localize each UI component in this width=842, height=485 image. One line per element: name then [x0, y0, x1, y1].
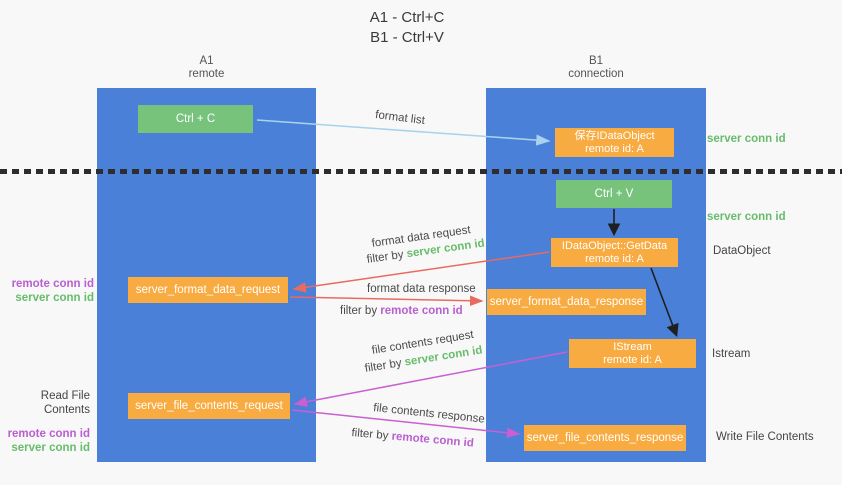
- write-file-contents-label: Write File Contents: [716, 431, 814, 443]
- format-data-response-arrow: [289, 295, 484, 306]
- server-conn-id-label-mid: server conn id: [707, 211, 786, 223]
- lane-b-name: B1: [588, 55, 604, 67]
- lane-a-name: A1: [199, 55, 214, 67]
- lane-a-header: A1 remote: [97, 55, 316, 81]
- file-contents-response-label: file contents response: [372, 402, 486, 426]
- lane-b-role: connection: [568, 68, 624, 80]
- read-file-contents-block: Read File Contents remote conn id server…: [2, 389, 90, 455]
- filter-by-text: filter by: [340, 305, 378, 317]
- title-line-2: B1 - Ctrl+V: [370, 29, 444, 46]
- server-conn-id-label-top: server conn id: [707, 133, 786, 145]
- node-server-file-contents-response: server_file_contents_response: [524, 425, 686, 451]
- remote-conn-id-token: remote conn id: [391, 430, 475, 450]
- dataobject-label: DataObject: [713, 245, 771, 257]
- node-idataobject-getdata: IDataObject::GetData remote id: A: [551, 238, 678, 267]
- node-server-format-data-response-label: server_format_data_response: [489, 295, 644, 308]
- node-ctrl-c-label: Ctrl + C: [175, 112, 216, 125]
- remote-conn-id-label: remote conn id: [7, 428, 90, 440]
- lane-a-role: remote: [188, 68, 225, 80]
- lane-b-header: B1 connection: [486, 55, 706, 81]
- node-ctrl-v: Ctrl + V: [556, 180, 672, 208]
- node-save-dataobject: 保存IDataObject remote id: A: [555, 128, 674, 157]
- node-server-format-data-request-label: server_format_data_request: [135, 283, 281, 296]
- node-server-file-contents-request: server_file_contents_request: [128, 393, 290, 419]
- format-list-label: format list: [374, 109, 426, 127]
- read-file-contents-label: Read File Contents: [40, 390, 90, 416]
- node-save-dataobject-line2: remote id: A: [585, 142, 644, 155]
- node-istream: IStream remote id: A: [569, 339, 696, 368]
- node-server-format-data-response: server_format_data_response: [487, 289, 646, 315]
- node-server-file-contents-request-label: server_file_contents_request: [135, 399, 283, 412]
- server-conn-id-label: server conn id: [11, 442, 90, 454]
- filter-by-text: filter by: [364, 357, 403, 375]
- node-server-format-data-request: server_format_data_request: [128, 277, 288, 303]
- title-line-1: A1 - Ctrl+C: [369, 9, 445, 26]
- node-ctrl-c: Ctrl + C: [138, 105, 253, 133]
- node-istream-line1: IStream: [613, 340, 652, 353]
- remote-conn-id-token: remote conn id: [380, 305, 463, 317]
- format-data-response-filter-label: filter by remote conn id: [340, 305, 463, 317]
- node-save-dataobject-line1: 保存IDataObject: [574, 129, 655, 142]
- format-data-response-label: format data response: [367, 283, 476, 295]
- server-conn-id-label: server conn id: [15, 292, 94, 304]
- node-ctrl-v-label: Ctrl + V: [594, 187, 634, 200]
- node-idataobject-getdata-line1: IDataObject::GetData: [561, 239, 668, 252]
- node-istream-line2: remote id: A: [603, 353, 662, 366]
- file-contents-response-filter-label: filter by remote conn id: [351, 427, 474, 450]
- filter-by-text: filter by: [350, 427, 389, 443]
- diagram-title: A1 - Ctrl+C B1 - Ctrl+V: [307, 8, 507, 48]
- remote-conn-id-label: remote conn id: [11, 278, 94, 290]
- copy-paste-separator-line: [0, 169, 842, 174]
- node-idataobject-getdata-line2: remote id: A: [585, 252, 644, 265]
- istream-label: Istream: [712, 348, 751, 360]
- node-server-file-contents-response-label: server_file_contents_response: [526, 431, 684, 444]
- filter-by-text: filter by: [366, 248, 405, 266]
- format-request-conn-ids: remote conn id server conn id: [10, 277, 94, 305]
